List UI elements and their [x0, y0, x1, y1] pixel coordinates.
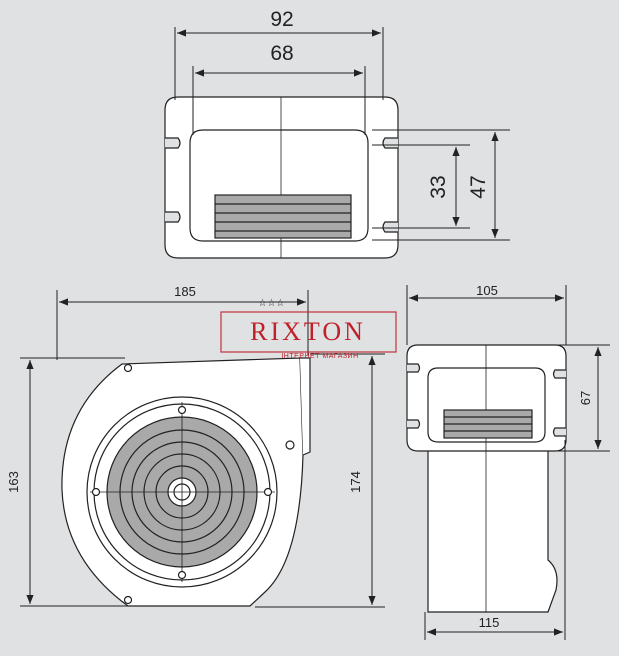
- end-view-dimensions: [406, 285, 610, 640]
- dim-top-height-inner: 33: [427, 175, 450, 198]
- dim-end-width-top: 105: [476, 283, 498, 298]
- rixton-watermark: ☆☆☆ RIXTON ІНТЕРНЕТ МАГАЗИН: [220, 298, 397, 360]
- dim-top-inner-width: 68: [270, 42, 293, 65]
- bolt-icon: [123, 363, 133, 373]
- dim-end-width-bottom: 115: [479, 615, 500, 630]
- watermark-tagline: ІНТЕРНЕТ МАГАЗИН: [281, 353, 358, 360]
- star-icon: ☆☆☆: [258, 298, 285, 309]
- slot-icon: [165, 137, 181, 149]
- slot-icon: [407, 419, 421, 429]
- screw-icon: [177, 570, 187, 580]
- screw-icon: [263, 487, 273, 497]
- slot-icon: [382, 221, 398, 233]
- screw-icon: [177, 405, 187, 415]
- watermark-brand: RIXTON: [250, 317, 366, 346]
- slot-icon: [407, 363, 421, 373]
- bolt-icon: [123, 595, 133, 605]
- dim-side-height-left: 163: [6, 471, 21, 493]
- side-view-dimensions: [20, 290, 385, 608]
- top-view-dimensions: [174, 27, 510, 241]
- dim-top-height-outer: 47: [467, 175, 490, 198]
- slot-icon: [165, 211, 181, 223]
- dim-side-height-right: 174: [348, 471, 363, 493]
- end-view: [406, 344, 567, 613]
- dim-top-outer-width: 92: [270, 8, 293, 31]
- bolt-icon: [285, 440, 295, 450]
- slot-icon: [552, 369, 566, 379]
- end-view-housing: [427, 449, 558, 613]
- dim-end-height: 67: [578, 391, 593, 405]
- side-view: [61, 357, 311, 607]
- dim-side-width: 185: [174, 284, 196, 299]
- slot-icon: [552, 427, 566, 437]
- screw-icon: [91, 487, 101, 497]
- top-view: [164, 96, 399, 259]
- slot-icon: [382, 137, 398, 149]
